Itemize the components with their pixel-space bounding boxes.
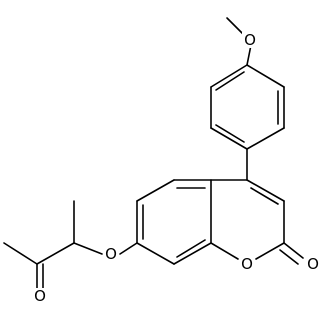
bond — [250, 187, 279, 205]
bond — [173, 242, 212, 265]
label-mask — [242, 32, 258, 48]
bond-lines — [3, 17, 304, 289]
label-mask — [305, 256, 321, 272]
bond — [136, 179, 175, 202]
bond — [255, 242, 285, 260]
bond — [36, 242, 75, 265]
bond — [176, 239, 206, 258]
bond — [210, 127, 248, 150]
label-mask — [239, 256, 255, 272]
label-mask — [32, 288, 48, 304]
atom-label: O — [241, 255, 253, 273]
atom-label: O — [34, 287, 46, 305]
bond — [226, 17, 245, 36]
bond — [246, 44, 252, 66]
bond — [215, 124, 245, 143]
bond — [119, 242, 138, 255]
bond — [136, 242, 175, 265]
atom-label: O — [244, 31, 256, 49]
atom-label: O — [307, 255, 319, 273]
bond — [279, 249, 299, 265]
atom-label: O — [105, 245, 117, 263]
bond — [73, 242, 103, 255]
lactone-carbonyl-oxygen: O — [305, 255, 321, 273]
bond — [246, 179, 285, 202]
bond — [210, 242, 239, 260]
ring-oxygen: O — [239, 255, 255, 273]
bond — [215, 71, 245, 91]
bond — [283, 242, 304, 259]
bond — [210, 64, 248, 88]
bond — [246, 64, 285, 88]
bond — [3, 242, 38, 265]
methoxy-oxygen: O — [242, 31, 258, 49]
ether-oxygen: O — [103, 245, 119, 263]
atom-labels: O O O O O — [32, 31, 321, 305]
ketone-oxygen: O — [32, 287, 48, 305]
label-mask — [103, 246, 119, 262]
bond — [246, 127, 285, 150]
